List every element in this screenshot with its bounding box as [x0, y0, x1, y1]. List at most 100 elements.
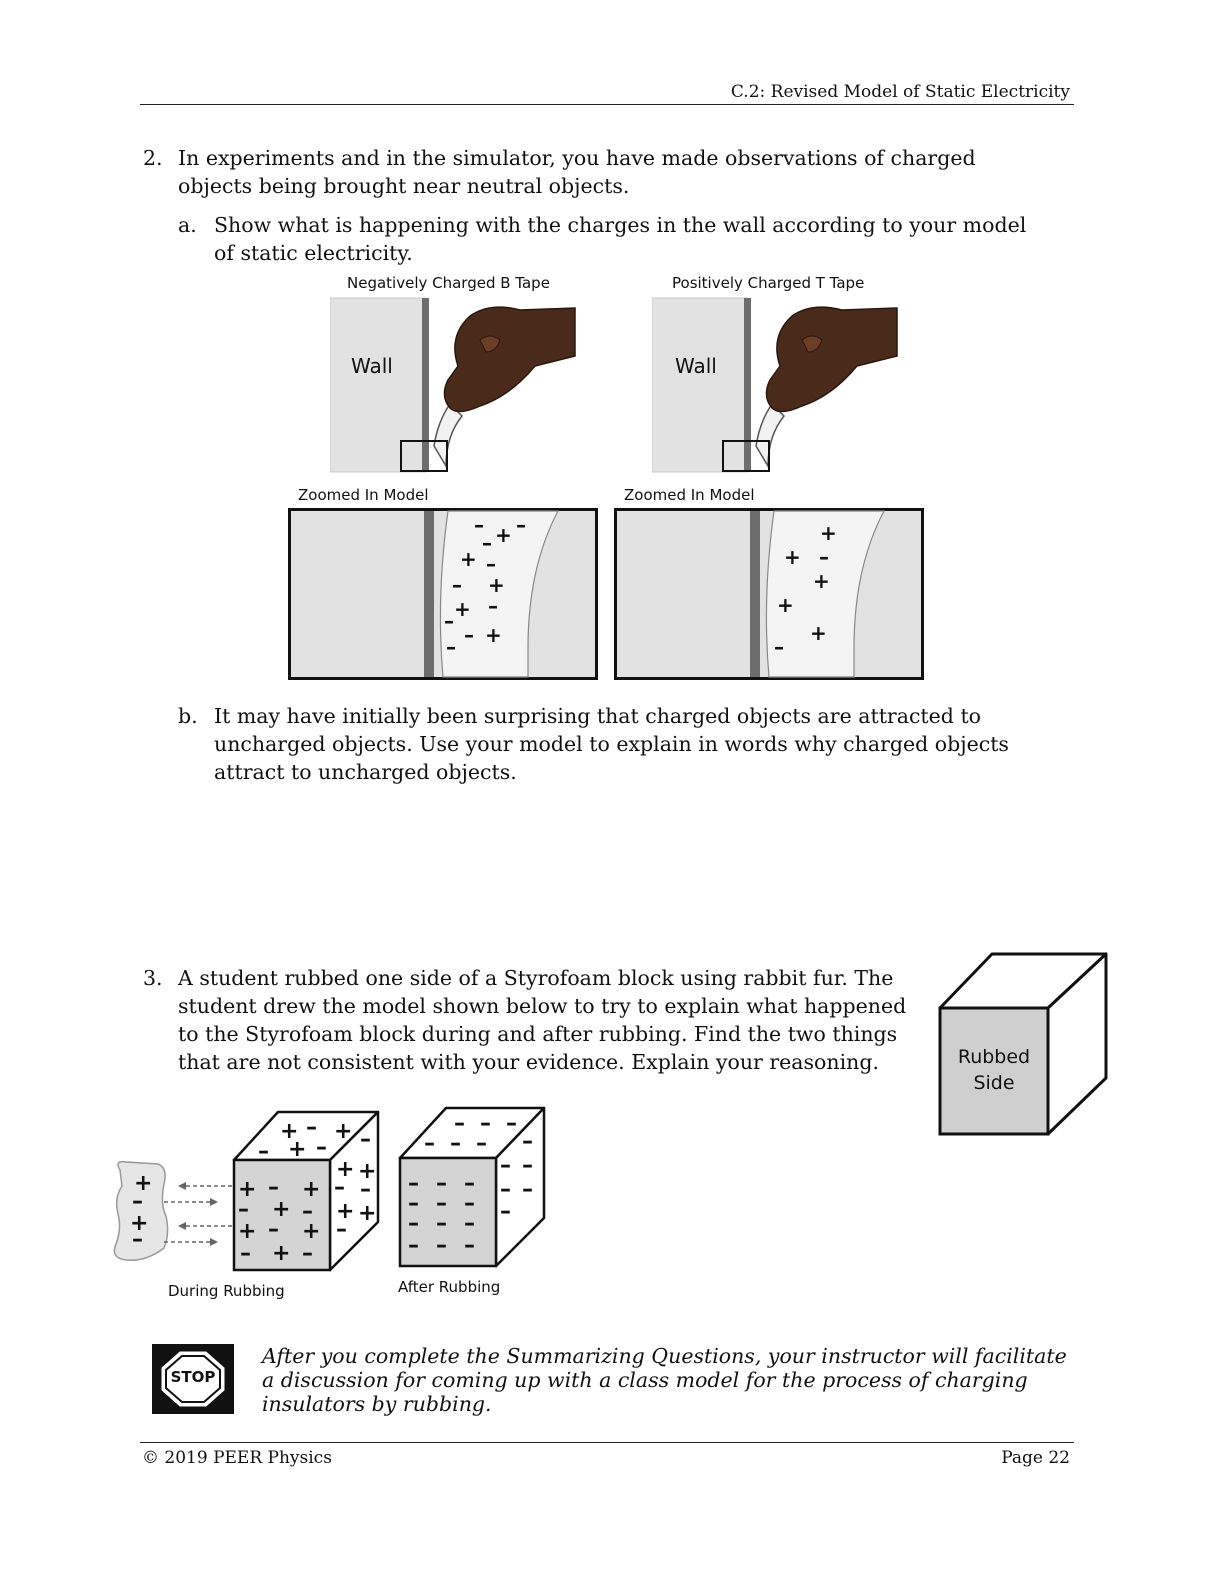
svg-text:+: +: [302, 1177, 320, 1202]
svg-text:+: +: [134, 1171, 152, 1196]
q2a-text: Show what is happening with the charges …: [214, 213, 1027, 265]
svg-text:–: –: [360, 1127, 371, 1152]
svg-text:+: +: [777, 593, 794, 617]
svg-text:–: –: [522, 1153, 533, 1178]
q2-number: 2.: [143, 146, 163, 170]
running-header: C.2: Revised Model of Static Electricity: [730, 82, 1070, 102]
after-rubbing-label: After Rubbing: [398, 1278, 501, 1296]
q3-number: 3.: [143, 966, 163, 990]
svg-text:–: –: [132, 1189, 143, 1214]
left-zoom-model: –+– – +– –+ +– – –+ –: [288, 508, 598, 680]
stop-note: After you complete the Summarizing Quest…: [262, 1344, 1067, 1416]
svg-text:–: –: [452, 573, 462, 597]
right-zoom-label: Zoomed In Model: [624, 486, 755, 504]
svg-text:–: –: [454, 1111, 465, 1136]
q2b-label: b.: [178, 704, 198, 728]
right-wall-label: Wall: [675, 354, 717, 378]
svg-text:–: –: [444, 609, 454, 633]
svg-text:–: –: [446, 635, 456, 659]
svg-text:+: +: [358, 1201, 376, 1226]
svg-text:–: –: [500, 1177, 511, 1202]
svg-text:–: –: [268, 1217, 279, 1242]
svg-text:–: –: [436, 1233, 447, 1258]
svg-text:–: –: [436, 1211, 447, 1236]
svg-text:–: –: [774, 635, 784, 659]
svg-text:+: +: [784, 545, 801, 569]
svg-text:+: +: [485, 623, 502, 647]
rubbed-side-cube: [936, 950, 1112, 1140]
svg-text:–: –: [258, 1139, 269, 1164]
svg-text:–: –: [522, 1129, 533, 1154]
svg-text:–: –: [516, 513, 526, 537]
svg-text:+: +: [336, 1157, 354, 1182]
stop-sign-icon: STOP: [152, 1344, 234, 1414]
svg-text:+: +: [272, 1241, 290, 1266]
svg-text:+: +: [238, 1177, 256, 1202]
svg-text:–: –: [482, 531, 492, 555]
q3-text: A student rubbed one side of a Styrofoam…: [178, 966, 907, 1074]
q2b-text: It may have initially been surprising th…: [214, 704, 1009, 784]
svg-text:–: –: [240, 1241, 251, 1266]
svg-text:–: –: [488, 594, 498, 618]
svg-text:–: –: [302, 1199, 313, 1224]
svg-text:–: –: [819, 545, 829, 569]
svg-text:+: +: [488, 573, 505, 597]
right-figure-title: Positively Charged T Tape: [672, 274, 865, 292]
svg-text:–: –: [464, 623, 474, 647]
svg-text:–: –: [450, 1131, 461, 1156]
during-rubbing-label: During Rubbing: [168, 1282, 285, 1300]
svg-text:–: –: [436, 1191, 447, 1216]
svg-text:–: –: [424, 1131, 435, 1156]
svg-text:+: +: [813, 569, 830, 593]
svg-text:–: –: [306, 1115, 317, 1140]
svg-text:–: –: [436, 1171, 447, 1196]
svg-text:–: –: [336, 1217, 347, 1242]
svg-text:–: –: [464, 1171, 475, 1196]
svg-text:–: –: [238, 1197, 249, 1222]
svg-text:+: +: [238, 1219, 256, 1244]
footer-page-number: Page 22: [1001, 1448, 1070, 1468]
svg-text:–: –: [316, 1135, 327, 1160]
svg-text:+: +: [358, 1159, 376, 1184]
svg-text:+: +: [810, 621, 827, 645]
svg-text:–: –: [500, 1153, 511, 1178]
q2-text: In experiments and in the simulator, you…: [178, 146, 976, 198]
svg-text:+: +: [288, 1137, 306, 1162]
svg-text:+: +: [280, 1119, 298, 1144]
svg-text:–: –: [408, 1171, 419, 1196]
svg-text:+: +: [336, 1199, 354, 1224]
svg-text:–: –: [132, 1227, 143, 1252]
footer-rule: [140, 1442, 1074, 1443]
svg-text:–: –: [464, 1211, 475, 1236]
svg-text:–: –: [408, 1191, 419, 1216]
left-wall-label: Wall: [351, 354, 393, 378]
svg-text:–: –: [474, 513, 484, 537]
after-rubbing-figure: ––– –––– –– ––––– –––– ––– –––: [396, 1104, 548, 1270]
during-rubbing-figure: +– +– +–+ –+–– ++ +–+–– –+–++ +–+– –+–: [106, 1104, 386, 1276]
svg-text:–: –: [268, 1175, 279, 1200]
svg-text:+: +: [272, 1197, 290, 1222]
svg-text:+: +: [130, 1211, 148, 1236]
svg-text:–: –: [500, 1199, 511, 1224]
svg-text:–: –: [476, 1131, 487, 1156]
rubbed-side-label: Rubbed Side: [940, 1044, 1048, 1096]
svg-text:–: –: [302, 1241, 313, 1266]
svg-text:–: –: [480, 1111, 491, 1136]
svg-text:+: +: [820, 521, 837, 545]
footer-copyright: © 2019 PEER Physics: [142, 1448, 332, 1468]
svg-text:–: –: [464, 1233, 475, 1258]
svg-text:+: +: [334, 1119, 352, 1144]
left-figure-title: Negatively Charged B Tape: [347, 274, 550, 292]
svg-text:–: –: [334, 1175, 345, 1200]
svg-text:+: +: [460, 547, 477, 571]
stop-sign-text: STOP: [170, 1368, 216, 1386]
svg-text:+: +: [454, 597, 471, 621]
svg-text:–: –: [486, 552, 496, 576]
svg-text:–: –: [408, 1211, 419, 1236]
right-zoom-model: + +– + + + –: [614, 508, 924, 680]
svg-text:–: –: [522, 1177, 533, 1202]
svg-text:–: –: [360, 1177, 371, 1202]
header-rule: [140, 104, 1074, 105]
svg-text:+: +: [302, 1219, 320, 1244]
right-wall-panel: [651, 296, 902, 476]
